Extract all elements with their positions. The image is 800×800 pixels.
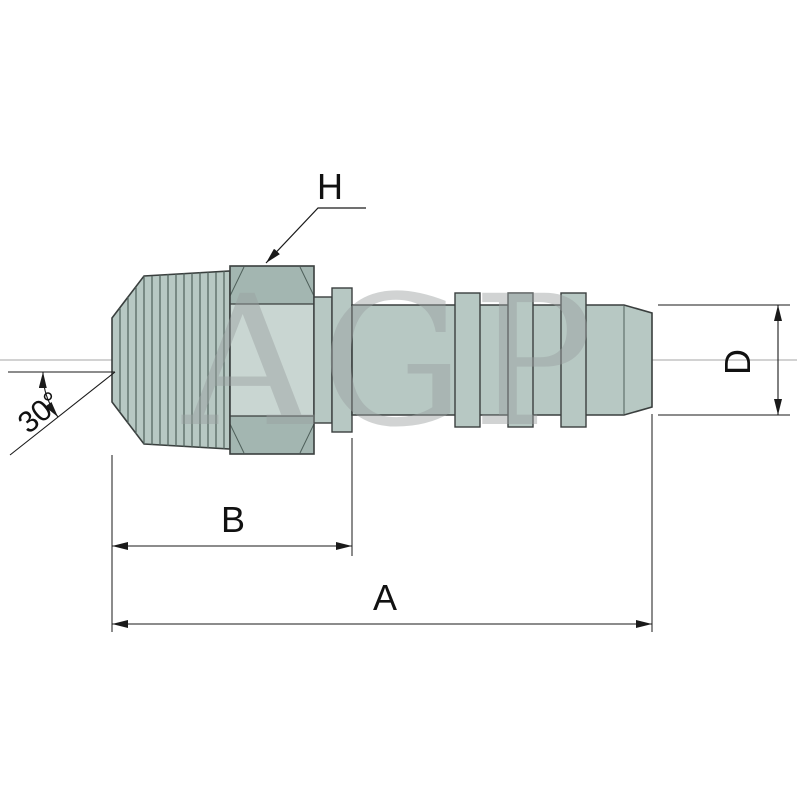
angle-arc (38, 371, 59, 418)
dim-hex-leader: H (265, 166, 366, 264)
label-hex-width: H (317, 166, 343, 207)
fitting-body (111, 265, 653, 455)
angle-sloped-line (9, 371, 116, 456)
thread-crest-lines (119, 271, 225, 449)
label-length-b: B (221, 499, 245, 540)
dim-length-b: B (111, 438, 353, 632)
dim-length-a: A (112, 414, 653, 632)
dim-diameter-d: D (658, 304, 790, 416)
label-length-a: A (373, 577, 397, 618)
barb-ring-3 (560, 292, 587, 428)
hex-section (229, 265, 315, 455)
barb-ring-1 (454, 292, 481, 428)
barb-ring-2 (507, 292, 534, 428)
label-diameter-d: D (717, 349, 758, 375)
watermark-text: AGP (181, 258, 602, 467)
hex-leader-line (265, 207, 366, 264)
hex-corner-bevels (229, 266, 315, 454)
